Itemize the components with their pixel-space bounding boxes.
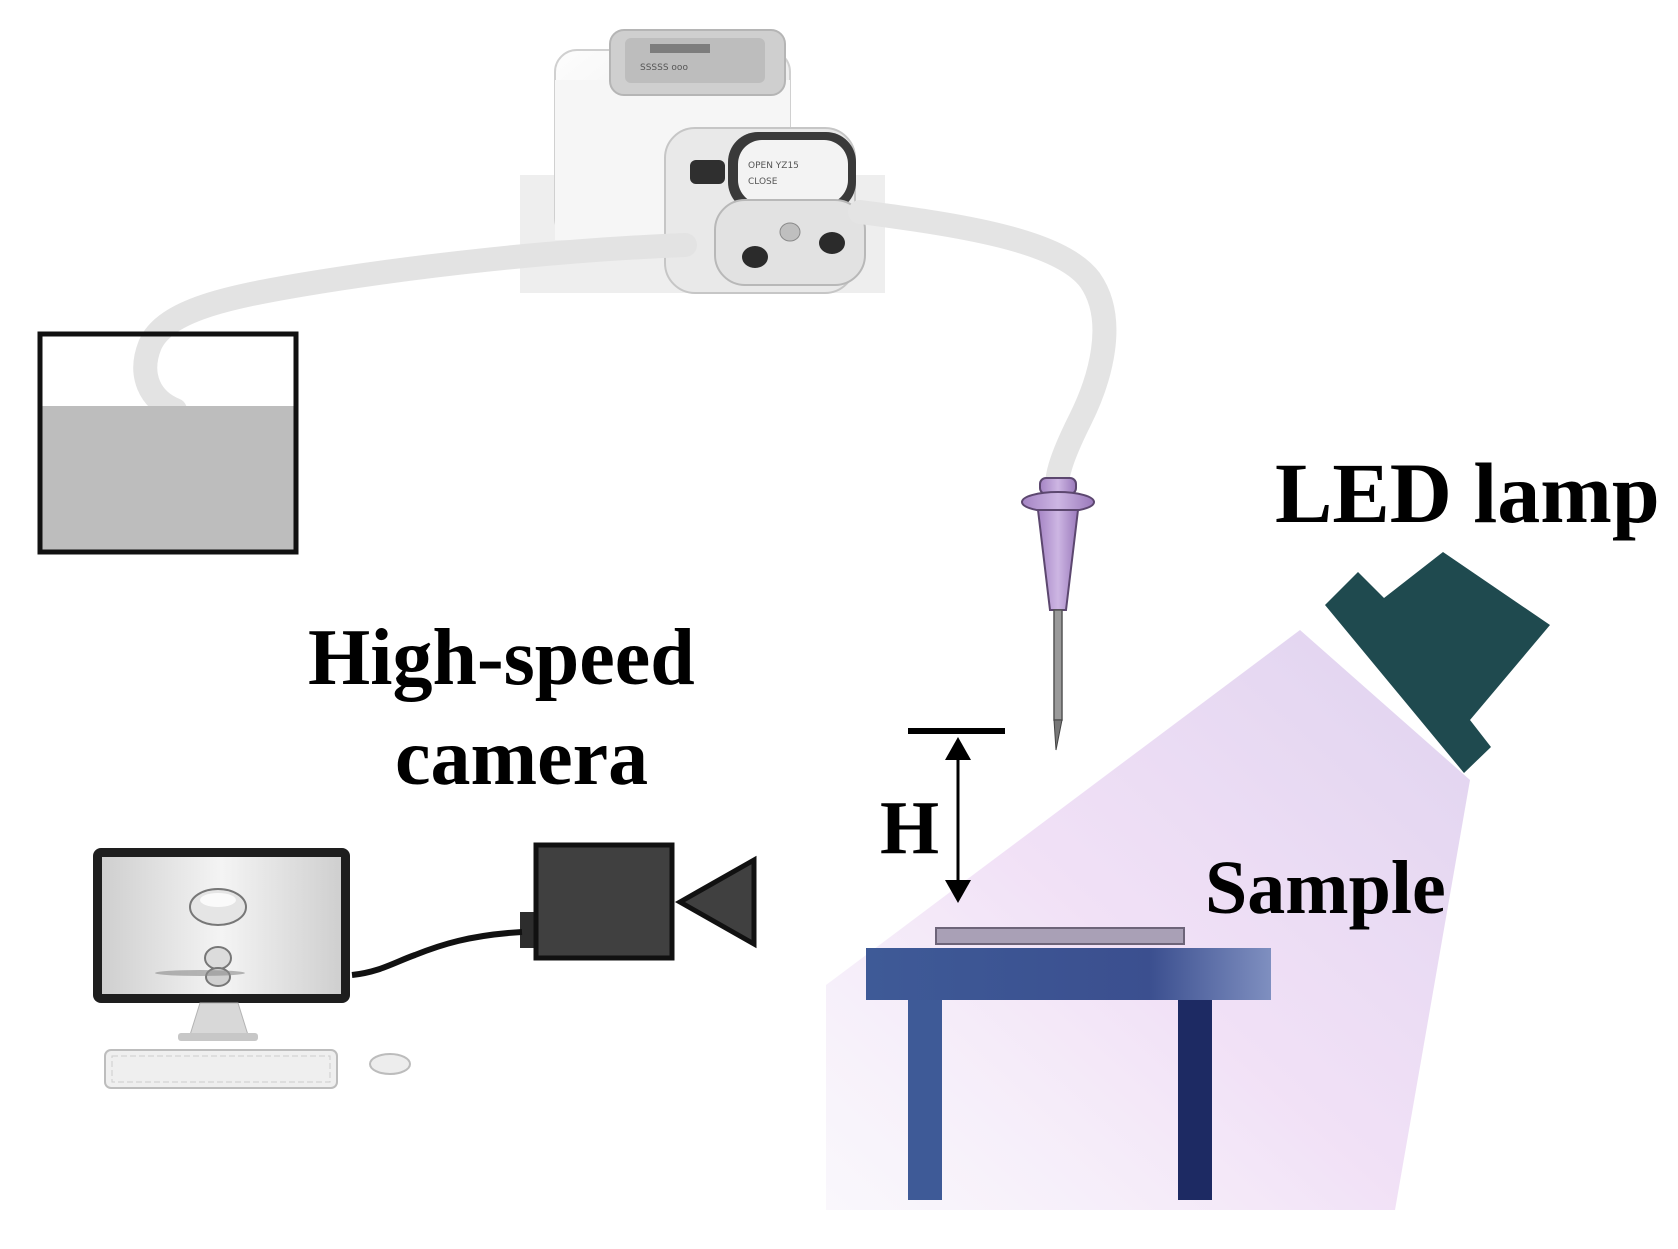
camera-label-line2: camera — [395, 714, 649, 802]
monitor-icon — [93, 848, 411, 1089]
video-camera-icon — [520, 842, 757, 961]
camera-label-line1: High-speed — [308, 614, 695, 702]
table-icon — [866, 927, 1271, 1200]
reservoir-icon — [37, 331, 299, 555]
sample-label: Sample — [1205, 846, 1446, 930]
svg-text:CLOSE: CLOSE — [748, 177, 778, 187]
led-lamp-label: LED lamp — [1275, 445, 1660, 541]
peristaltic-pump-icon: SSSSS ooo OPEN YZ15 CLOSE — [520, 29, 885, 294]
lamp-icon — [1325, 552, 1550, 773]
svg-text:OPEN YZ15: OPEN YZ15 — [748, 161, 799, 171]
svg-text:SSSSS ooo: SSSSS ooo — [640, 63, 688, 73]
camera-cable — [351, 929, 523, 978]
needle-icon — [1021, 477, 1095, 751]
height-marker — [908, 728, 1005, 903]
height-label: H — [880, 786, 940, 870]
tube-icon — [133, 200, 1117, 502]
light-beam — [826, 630, 1470, 1210]
